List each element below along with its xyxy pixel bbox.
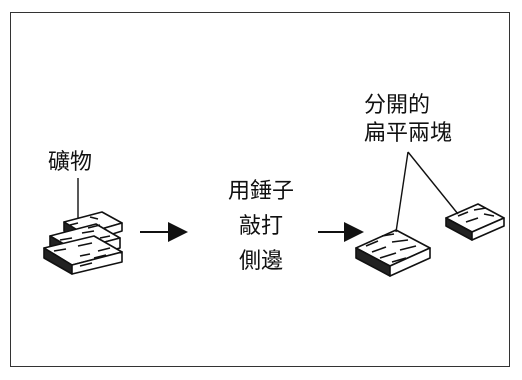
action-label-line-2: 敲打 [239,214,284,240]
result-label: 分開的 扁平兩塊 [364,92,452,147]
split-piece-1-illustration [355,229,431,277]
split-piece-2-illustration [445,203,505,241]
result-label-line-2: 扁平兩塊 [364,120,453,146]
mineral-label: 礦物 [48,150,92,176]
diagram-frame [10,12,510,367]
action-label-line-3: 側邊 [239,249,284,275]
action-label: 用錘子 敲打 側邊 [228,174,294,280]
mineral-label-text: 礦物 [48,150,93,175]
result-label-line-1: 分開的 [364,93,431,118]
result-leader-line-1 [395,151,409,233]
mineral-block-illustration [43,211,123,275]
action-label-line-1: 用錘子 [228,179,295,204]
result-leader-line-2 [407,151,459,215]
